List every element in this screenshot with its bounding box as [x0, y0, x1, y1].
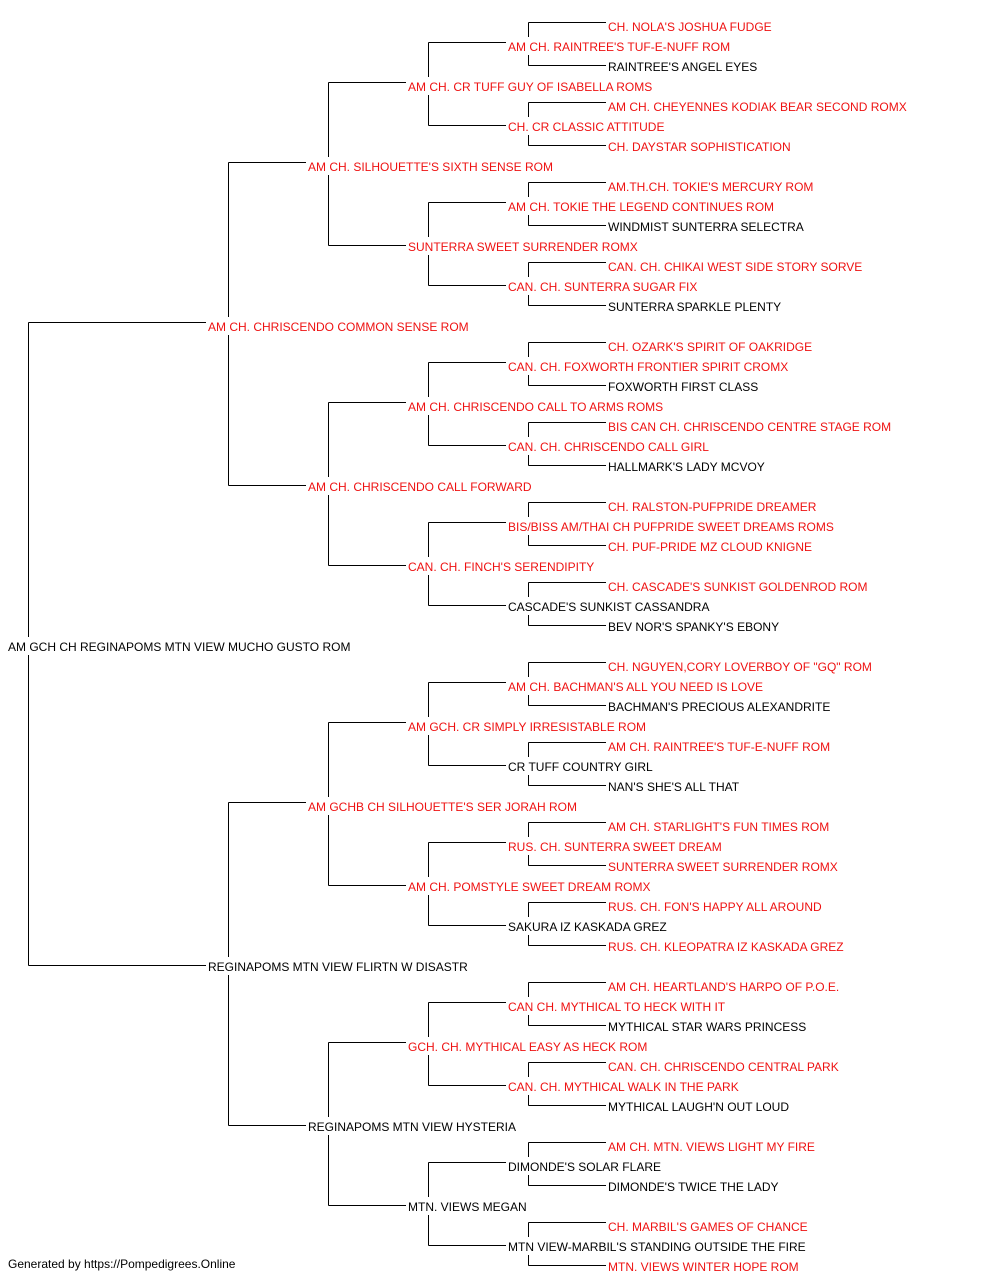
- ancestor-name-gen5[interactable]: HALLMARK'S LADY MCVOY: [608, 460, 765, 474]
- ancestor-name-gen4[interactable]: RUS. CH. SUNTERRA SWEET DREAM: [508, 840, 722, 854]
- ancestor-name-gen2[interactable]: AM CH. CHRISCENDO CALL FORWARD: [308, 480, 532, 494]
- ancestor-name-gen4[interactable]: MTN VIEW-MARBIL'S STANDING OUTSIDE THE F…: [508, 1240, 806, 1254]
- ancestor-name-gen5[interactable]: BACHMAN'S PRECIOUS ALEXANDRITE: [608, 700, 831, 714]
- ancestor-name-gen3[interactable]: SUNTERRA SWEET SURRENDER ROMX: [408, 240, 638, 254]
- ancestor-name-gen5[interactable]: CH. PUF-PRIDE MZ CLOUD KNIGNE: [608, 540, 813, 554]
- ancestor-name-gen3[interactable]: CAN. CH. FINCH'S SERENDIPITY: [408, 560, 595, 574]
- ancestor-name-gen4[interactable]: CR TUFF COUNTRY GIRL: [508, 760, 653, 774]
- ancestor-name-gen3[interactable]: AM GCH. CR SIMPLY IRRESISTABLE ROM: [408, 720, 647, 734]
- ancestor-name-gen5[interactable]: BEV NOR'S SPANKY'S EBONY: [608, 620, 780, 634]
- ancestor-name-gen1[interactable]: AM CH. CHRISCENDO COMMON SENSE ROM: [208, 320, 469, 334]
- ancestor-name-gen1[interactable]: REGINAPOMS MTN VIEW FLIRTN W DISASTR: [208, 960, 468, 974]
- ancestor-name-gen5[interactable]: NAN'S SHE'S ALL THAT: [608, 780, 740, 794]
- ancestor-name-gen5[interactable]: CH. NOLA'S JOSHUA FUDGE: [608, 20, 772, 34]
- ancestor-name-gen2[interactable]: REGINAPOMS MTN VIEW HYSTERIA: [308, 1120, 517, 1134]
- ancestor-name-gen5[interactable]: AM.TH.CH. TOKIE'S MERCURY ROM: [608, 180, 814, 194]
- ancestor-name-gen5[interactable]: WINDMIST SUNTERRA SELECTRA: [608, 220, 804, 234]
- ancestor-name-gen5[interactable]: MTN. VIEWS WINTER HOPE ROM: [608, 1260, 799, 1274]
- ancestor-name-gen5[interactable]: SUNTERRA SWEET SURRENDER ROMX: [608, 860, 838, 874]
- footer-credit[interactable]: Generated by https://Pompedigrees.Online: [8, 1257, 236, 1271]
- ancestor-name-gen2[interactable]: AM CH. SILHOUETTE'S SIXTH SENSE ROM: [308, 160, 553, 174]
- ancestor-name-gen5[interactable]: AM CH. STARLIGHT'S FUN TIMES ROM: [608, 820, 830, 834]
- ancestor-name-gen5[interactable]: AM CH. CHEYENNES KODIAK BEAR SECOND ROMX: [608, 100, 907, 114]
- ancestor-name-gen5[interactable]: MYTHICAL STAR WARS PRINCESS: [608, 1020, 807, 1034]
- ancestor-name-gen5[interactable]: RUS. CH. KLEOPATRA IZ KASKADA GREZ: [608, 940, 844, 954]
- ancestor-name-gen4[interactable]: AM CH. TOKIE THE LEGEND CONTINUES ROM: [508, 200, 775, 214]
- ancestor-name-gen4[interactable]: CH. CR CLASSIC ATTITUDE: [508, 120, 665, 134]
- ancestor-name-gen5[interactable]: DIMONDE'S TWICE THE LADY: [608, 1180, 779, 1194]
- ancestor-name-gen4[interactable]: SAKURA IZ KASKADA GREZ: [508, 920, 667, 934]
- ancestor-name-gen5[interactable]: SUNTERRA SPARKLE PLENTY: [608, 300, 782, 314]
- ancestor-name-gen4[interactable]: CAN. CH. SUNTERRA SUGAR FIX: [508, 280, 698, 294]
- ancestor-name-gen5[interactable]: CH. DAYSTAR SOPHISTICATION: [608, 140, 791, 154]
- ancestor-name-gen3[interactable]: AM CH. CR TUFF GUY OF ISABELLA ROMS: [408, 80, 653, 94]
- ancestor-name-gen4[interactable]: BIS/BISS AM/THAI CH PUFPRIDE SWEET DREAM…: [508, 520, 834, 534]
- ancestor-name-gen5[interactable]: RAINTREE'S ANGEL EYES: [608, 60, 758, 74]
- ancestor-name-gen3[interactable]: MTN. VIEWS MEGAN: [408, 1200, 527, 1214]
- ancestor-name-gen5[interactable]: CAN. CH. CHRISCENDO CENTRAL PARK: [608, 1060, 839, 1074]
- ancestor-name-gen5[interactable]: CAN. CH. CHIKAI WEST SIDE STORY SORVE: [608, 260, 863, 274]
- ancestor-name-gen5[interactable]: CH. RALSTON-PUFPRIDE DREAMER: [608, 500, 817, 514]
- ancestor-name-gen5[interactable]: AM CH. MTN. VIEWS LIGHT MY FIRE: [608, 1140, 815, 1154]
- ancestor-name-gen5[interactable]: CH. NGUYEN,CORY LOVERBOY OF "GQ" ROM: [608, 660, 872, 674]
- subject-dog-name[interactable]: AM GCH CH REGINAPOMS MTN VIEW MUCHO GUST…: [8, 640, 351, 654]
- ancestor-name-gen5[interactable]: CH. CASCADE'S SUNKIST GOLDENROD ROM: [608, 580, 868, 594]
- ancestor-name-gen4[interactable]: AM CH. BACHMAN'S ALL YOU NEED IS LOVE: [508, 680, 764, 694]
- ancestor-name-gen5[interactable]: MYTHICAL LAUGH'N OUT LOUD: [608, 1100, 789, 1114]
- ancestor-name-gen5[interactable]: CH. MARBIL'S GAMES OF CHANCE: [608, 1220, 808, 1234]
- ancestor-name-gen4[interactable]: CAN. CH. CHRISCENDO CALL GIRL: [508, 440, 709, 454]
- ancestor-name-gen4[interactable]: AM CH. RAINTREE'S TUF-E-NUFF ROM: [508, 40, 731, 54]
- ancestor-name-gen5[interactable]: RUS. CH. FON'S HAPPY ALL AROUND: [608, 900, 822, 914]
- ancestor-name-gen5[interactable]: CH. OZARK'S SPIRIT OF OAKRIDGE: [608, 340, 813, 354]
- ancestor-name-gen3[interactable]: GCH. CH. MYTHICAL EASY AS HECK ROM: [408, 1040, 648, 1054]
- ancestor-name-gen5[interactable]: AM CH. HEARTLAND'S HARPO OF P.O.E.: [608, 980, 840, 994]
- ancestor-name-gen4[interactable]: DIMONDE'S SOLAR FLARE: [508, 1160, 661, 1174]
- ancestor-name-gen4[interactable]: CAN. CH. MYTHICAL WALK IN THE PARK: [508, 1080, 739, 1094]
- ancestor-name-gen5[interactable]: BIS CAN CH. CHRISCENDO CENTRE STAGE ROM: [608, 420, 892, 434]
- ancestor-name-gen3[interactable]: AM CH. POMSTYLE SWEET DREAM ROMX: [408, 880, 651, 894]
- ancestor-name-gen3[interactable]: AM CH. CHRISCENDO CALL TO ARMS ROMS: [408, 400, 664, 414]
- ancestor-name-gen5[interactable]: FOXWORTH FIRST CLASS: [608, 380, 759, 394]
- ancestor-name-gen5[interactable]: AM CH. RAINTREE'S TUF-E-NUFF ROM: [608, 740, 831, 754]
- ancestor-name-gen4[interactable]: CAN CH. MYTHICAL TO HECK WITH IT: [508, 1000, 726, 1014]
- ancestor-name-gen4[interactable]: CASCADE'S SUNKIST CASSANDRA: [508, 600, 710, 614]
- ancestor-name-gen2[interactable]: AM GCHB CH SILHOUETTE'S SER JORAH ROM: [308, 800, 577, 814]
- ancestor-name-gen4[interactable]: CAN. CH. FOXWORTH FRONTIER SPIRIT CROMX: [508, 360, 789, 374]
